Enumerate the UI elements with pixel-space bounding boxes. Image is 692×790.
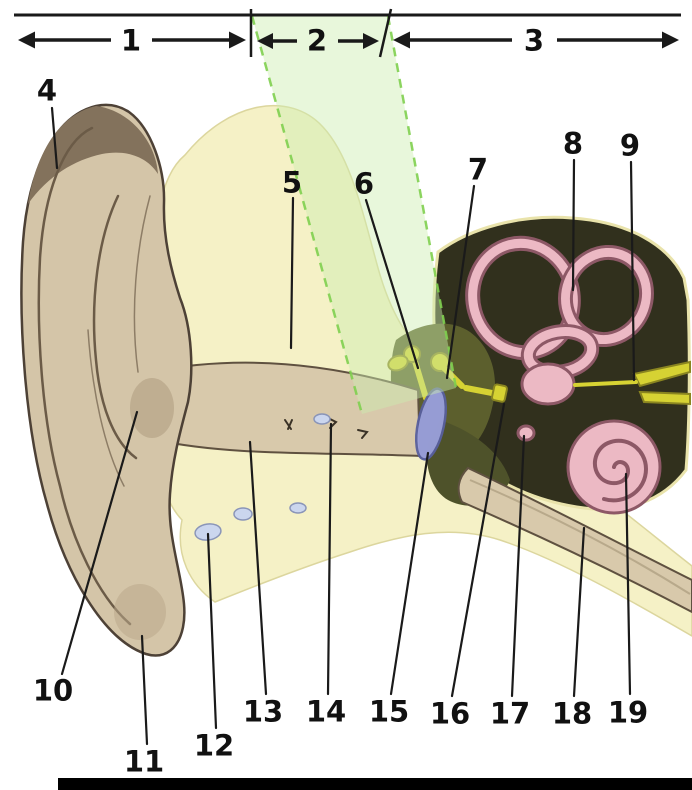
vestibule: [520, 362, 576, 406]
region-label-1: 1: [120, 23, 142, 58]
callout-label-13: 13: [242, 694, 284, 729]
arrowhead-icon: [393, 31, 410, 49]
outer-ear: [20, 103, 193, 657]
callout-label-10: 10: [32, 673, 74, 708]
callout-label-17: 17: [489, 696, 531, 731]
region-label-2: 2: [306, 23, 328, 58]
callout-label-6: 6: [353, 166, 375, 201]
stapes: [491, 383, 508, 403]
callout-label-11: 11: [123, 744, 165, 779]
callout-label-9: 9: [619, 128, 641, 163]
callout-label-18: 18: [551, 696, 593, 731]
callout-label-19: 19: [607, 695, 649, 730]
ear-canal: [148, 361, 422, 458]
arrowhead-icon: [662, 31, 679, 49]
arrowhead-icon: [229, 31, 246, 49]
nerve-branch: [638, 390, 691, 406]
arrowhead-icon: [257, 33, 273, 49]
arrowhead-icon: [363, 33, 379, 49]
callout-label-4: 4: [36, 73, 58, 108]
callout-label-8: 8: [562, 126, 584, 161]
ruler: [14, 8, 681, 58]
highlight-band: [250, 15, 458, 415]
inner-ear: [465, 235, 662, 515]
callout-label-16: 16: [429, 696, 471, 731]
bottom-bar: [58, 778, 692, 790]
eustachian-tube: [457, 466, 692, 614]
ossicles: [387, 345, 691, 406]
callout-label-5: 5: [281, 165, 303, 200]
eardrum: [414, 387, 448, 461]
callout-label-12: 12: [193, 728, 235, 763]
callout-lines: [50, 106, 636, 746]
arrowhead-icon: [18, 31, 35, 49]
callout-label-15: 15: [368, 694, 410, 729]
region-label-3: 3: [523, 23, 545, 58]
callout-label-14: 14: [305, 694, 347, 729]
round-window: [516, 424, 536, 442]
callout-label-7: 7: [467, 152, 489, 187]
